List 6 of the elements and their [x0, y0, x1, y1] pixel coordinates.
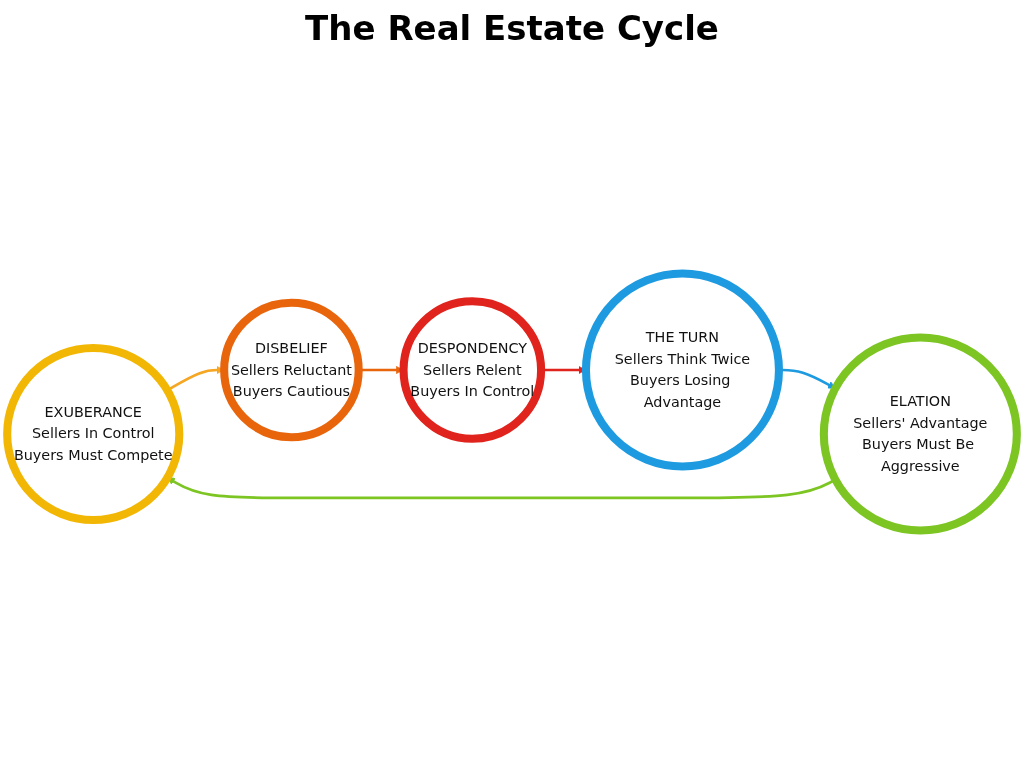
node-circle: DESPONDENCY Sellers Relent Buyers In Control: [399, 297, 546, 443]
node-circle: EXUBERANCE Sellers In Control Buyers Must Compete: [3, 343, 184, 525]
diagram-title: The Real Estate Cycle: [304, 8, 720, 48]
node-circle: ELATION Sellers' Advantage Buyers Must Be Aggressive: [819, 333, 1021, 535]
node-circle: THE TURN Sellers Think Twice Buyers Losing Advantage: [581, 269, 783, 471]
node-circle: DISBELIEF Sellers Reluctant Buyers Cautious: [220, 298, 363, 442]
